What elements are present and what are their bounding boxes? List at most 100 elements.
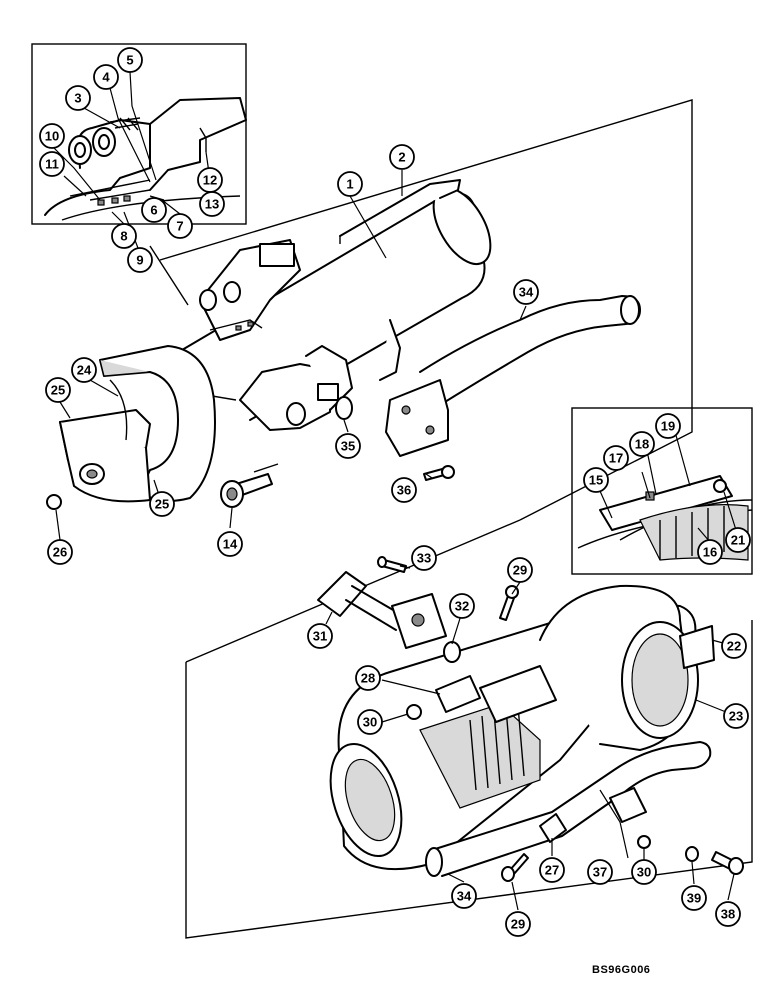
svg-text:17: 17 [609,451,623,466]
callout-21: 21 [725,527,751,553]
svg-text:32: 32 [455,599,469,614]
callout-10: 10 [39,123,65,149]
callout-4: 4 [93,64,119,90]
svg-text:12: 12 [203,173,217,188]
pipe-with-flange-31 [317,571,447,649]
callout-27: 27 [539,857,565,883]
callout-30-left: 30 [357,709,383,735]
cylinder-tube [173,179,492,431]
svg-text:23: 23 [729,709,743,724]
svg-text:9: 9 [136,253,143,268]
svg-text:22: 22 [727,639,741,654]
callout-29-upper: 29 [507,557,533,583]
bolt-38 [711,851,744,875]
svg-text:38: 38 [721,907,735,922]
svg-text:33: 33 [417,551,431,566]
block-37 [609,787,647,823]
callout-8: 8 [111,223,137,249]
callout-13: 13 [199,191,225,217]
svg-text:4: 4 [102,70,110,85]
svg-text:19: 19 [661,419,675,434]
o-ring-32 [443,641,461,663]
svg-text:36: 36 [397,483,411,498]
callout-7: 7 [167,213,193,239]
svg-text:16: 16 [703,545,717,560]
bolt-29-upper [499,585,519,621]
svg-text:27: 27 [545,863,559,878]
callout-31: 31 [307,623,333,649]
svg-text:24: 24 [77,363,92,378]
svg-text:25: 25 [51,383,65,398]
callouts: 1 2 3 4 5 6 7 8 9 10 11 12 13 14 15 16 1… [39,47,751,937]
callout-3: 3 [65,85,91,111]
svg-text:31: 31 [313,629,327,644]
svg-text:21: 21 [731,533,745,548]
svg-text:28: 28 [361,671,375,686]
bolt-14 [220,463,279,508]
drawing-code-label: BS96G006 [592,964,651,976]
svg-text:26: 26 [53,545,67,560]
svg-text:8: 8 [120,229,127,244]
clamp-27 [539,813,567,843]
callout-5: 5 [117,47,143,73]
callout-30-right: 30 [631,859,657,885]
callout-26: 26 [47,539,73,565]
callout-12: 12 [197,167,223,193]
bolt-36 [423,465,455,481]
svg-text:13: 13 [205,197,219,212]
trunnion-head [59,345,216,503]
svg-text:7: 7 [176,219,183,234]
rod-end-head [539,584,715,751]
svg-text:2: 2 [398,150,405,165]
callout-22: 22 [721,633,747,659]
callout-16: 16 [697,539,723,565]
callout-17: 17 [603,445,629,471]
callout-15: 15 [583,467,609,493]
callout-35: 35 [335,433,361,459]
callout-23: 23 [723,703,749,729]
callout-6: 6 [141,197,167,223]
svg-text:3: 3 [74,91,81,106]
callout-18: 18 [629,431,655,457]
bolt-33 [377,556,407,573]
svg-text:30: 30 [637,865,651,880]
nut-30-right [637,835,651,849]
svg-text:6: 6 [150,203,157,218]
callout-11: 11 [39,151,65,177]
callout-33: 33 [411,545,437,571]
callout-24: 24 [71,357,97,383]
svg-text:29: 29 [513,563,527,578]
clamp-28 [435,675,481,713]
callout-28: 28 [355,665,381,691]
svg-text:18: 18 [635,437,649,452]
hydraulic-pipe-lower [425,741,712,877]
svg-text:15: 15 [589,473,603,488]
callout-39: 39 [681,885,707,911]
bolt-29-lower [501,853,529,882]
svg-text:35: 35 [341,439,355,454]
hydraulic-pipe-upper [385,295,641,457]
svg-text:29: 29 [511,917,525,932]
svg-text:30: 30 [363,715,377,730]
svg-text:25: 25 [155,497,169,512]
svg-text:39: 39 [687,891,701,906]
grease-fitting-26 [46,494,62,510]
nut-30-left [406,704,422,720]
callout-36: 36 [391,477,417,503]
svg-text:10: 10 [45,129,59,144]
callout-19: 19 [655,413,681,439]
callout-32: 32 [449,593,475,619]
callout-25-lower: 25 [149,491,175,517]
svg-text:37: 37 [593,865,607,880]
callout-38: 38 [715,901,741,927]
callout-9: 9 [127,247,153,273]
o-ring-35 [335,396,353,420]
callout-34-lower: 34 [451,883,477,909]
callout-34-upper: 34 [513,279,539,305]
svg-text:1: 1 [346,177,353,192]
callout-2: 2 [389,144,415,170]
callout-1: 1 [337,171,363,197]
inset-pointer-line [149,245,189,306]
callout-37: 37 [587,859,613,885]
